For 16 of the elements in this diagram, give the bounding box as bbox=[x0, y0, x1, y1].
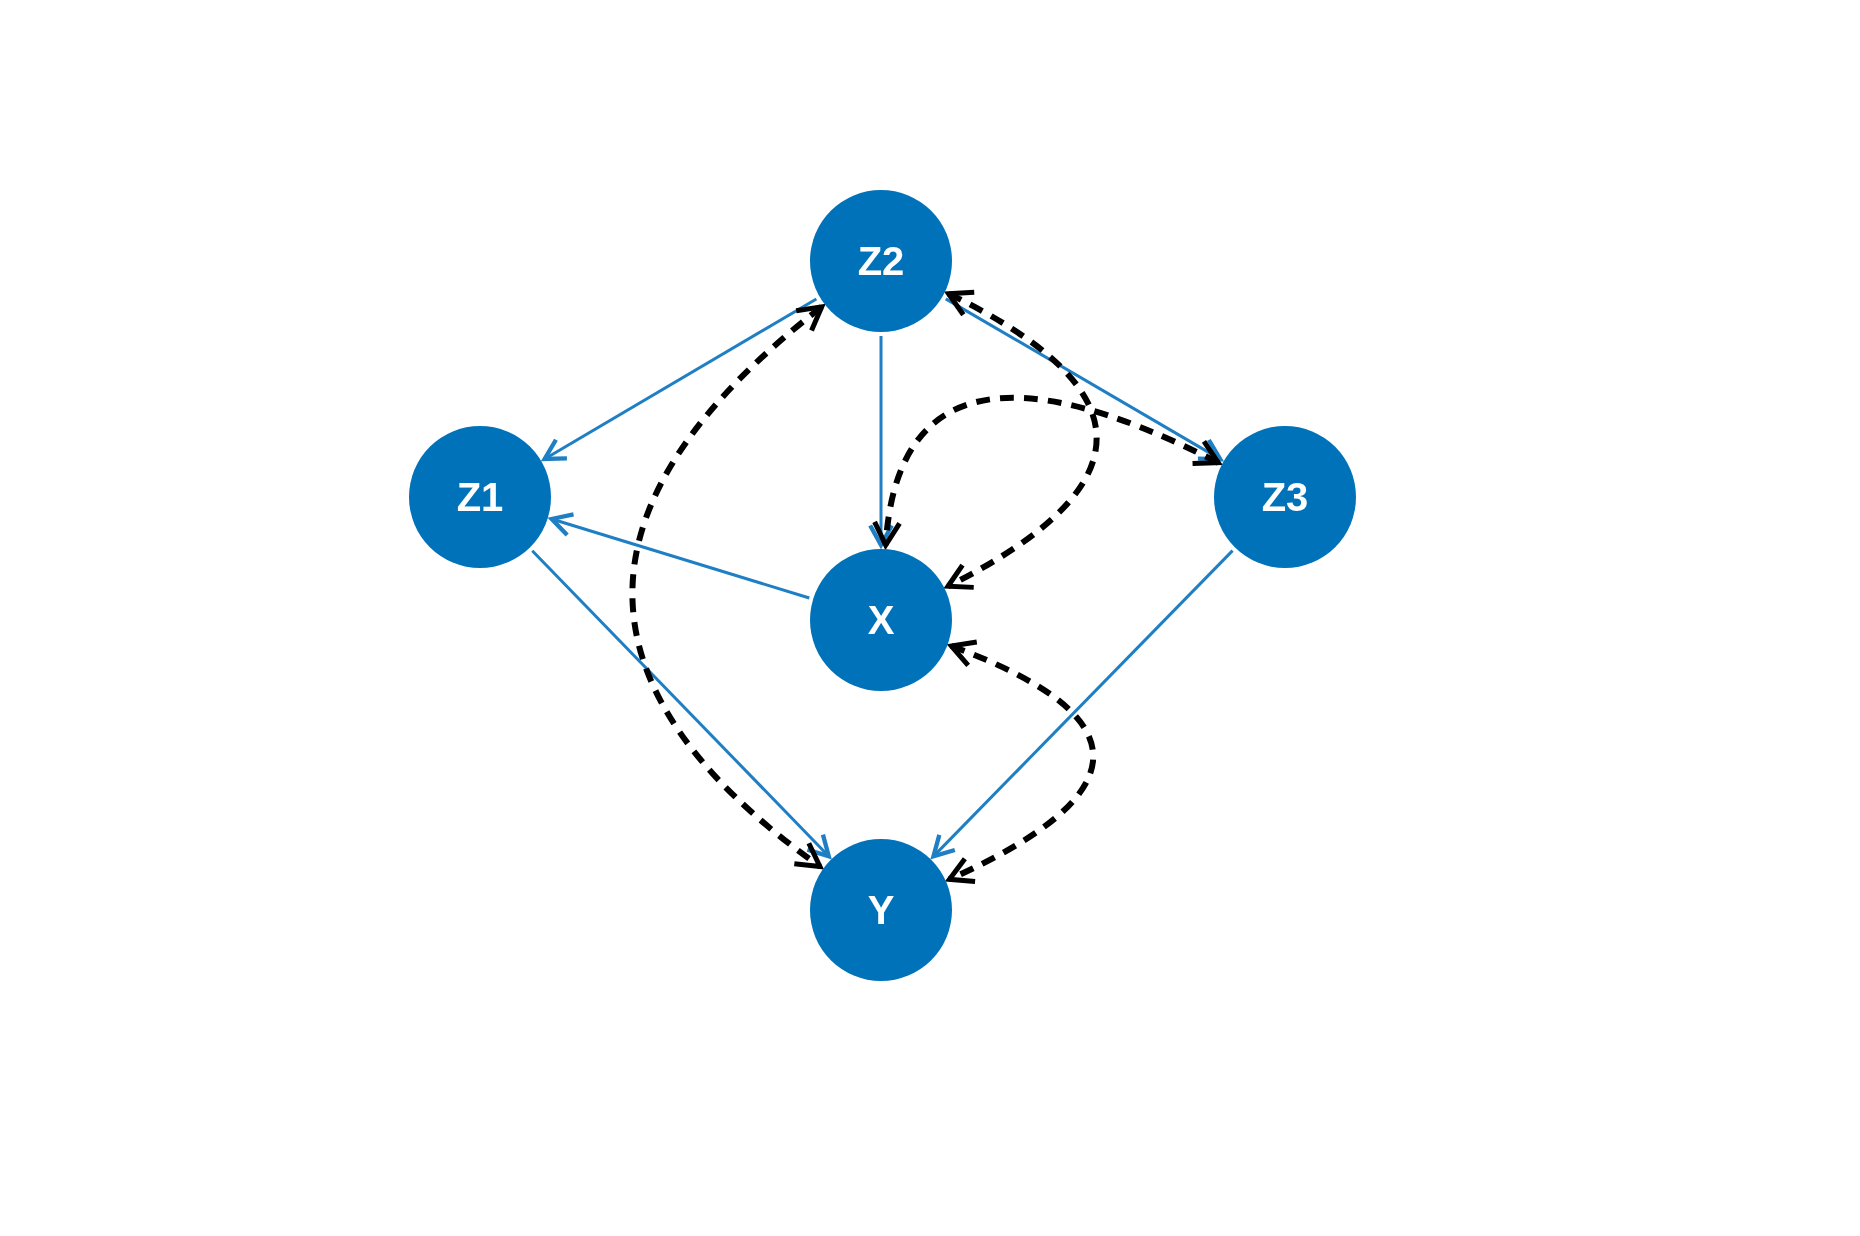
node-label: Z1 bbox=[456, 474, 504, 520]
dashed-bidirected-arrow bbox=[946, 640, 1096, 884]
dashed-bidirected-arrow bbox=[945, 290, 1100, 589]
dashed-bidirected-arrow bbox=[629, 304, 825, 869]
arrow bbox=[945, 297, 1223, 462]
arrow bbox=[542, 297, 818, 462]
arrow bbox=[549, 512, 810, 600]
arrow bbox=[868, 336, 894, 548]
arrow bbox=[931, 549, 1234, 859]
node-label: Z3 bbox=[1261, 474, 1309, 520]
arrow bbox=[531, 549, 831, 859]
variable-circle bbox=[810, 839, 952, 981]
node-label: Z2 bbox=[857, 238, 905, 284]
node-label: Y bbox=[867, 887, 895, 933]
dashed-bidirected-arrow bbox=[873, 395, 1221, 548]
node-label: X bbox=[867, 597, 895, 643]
